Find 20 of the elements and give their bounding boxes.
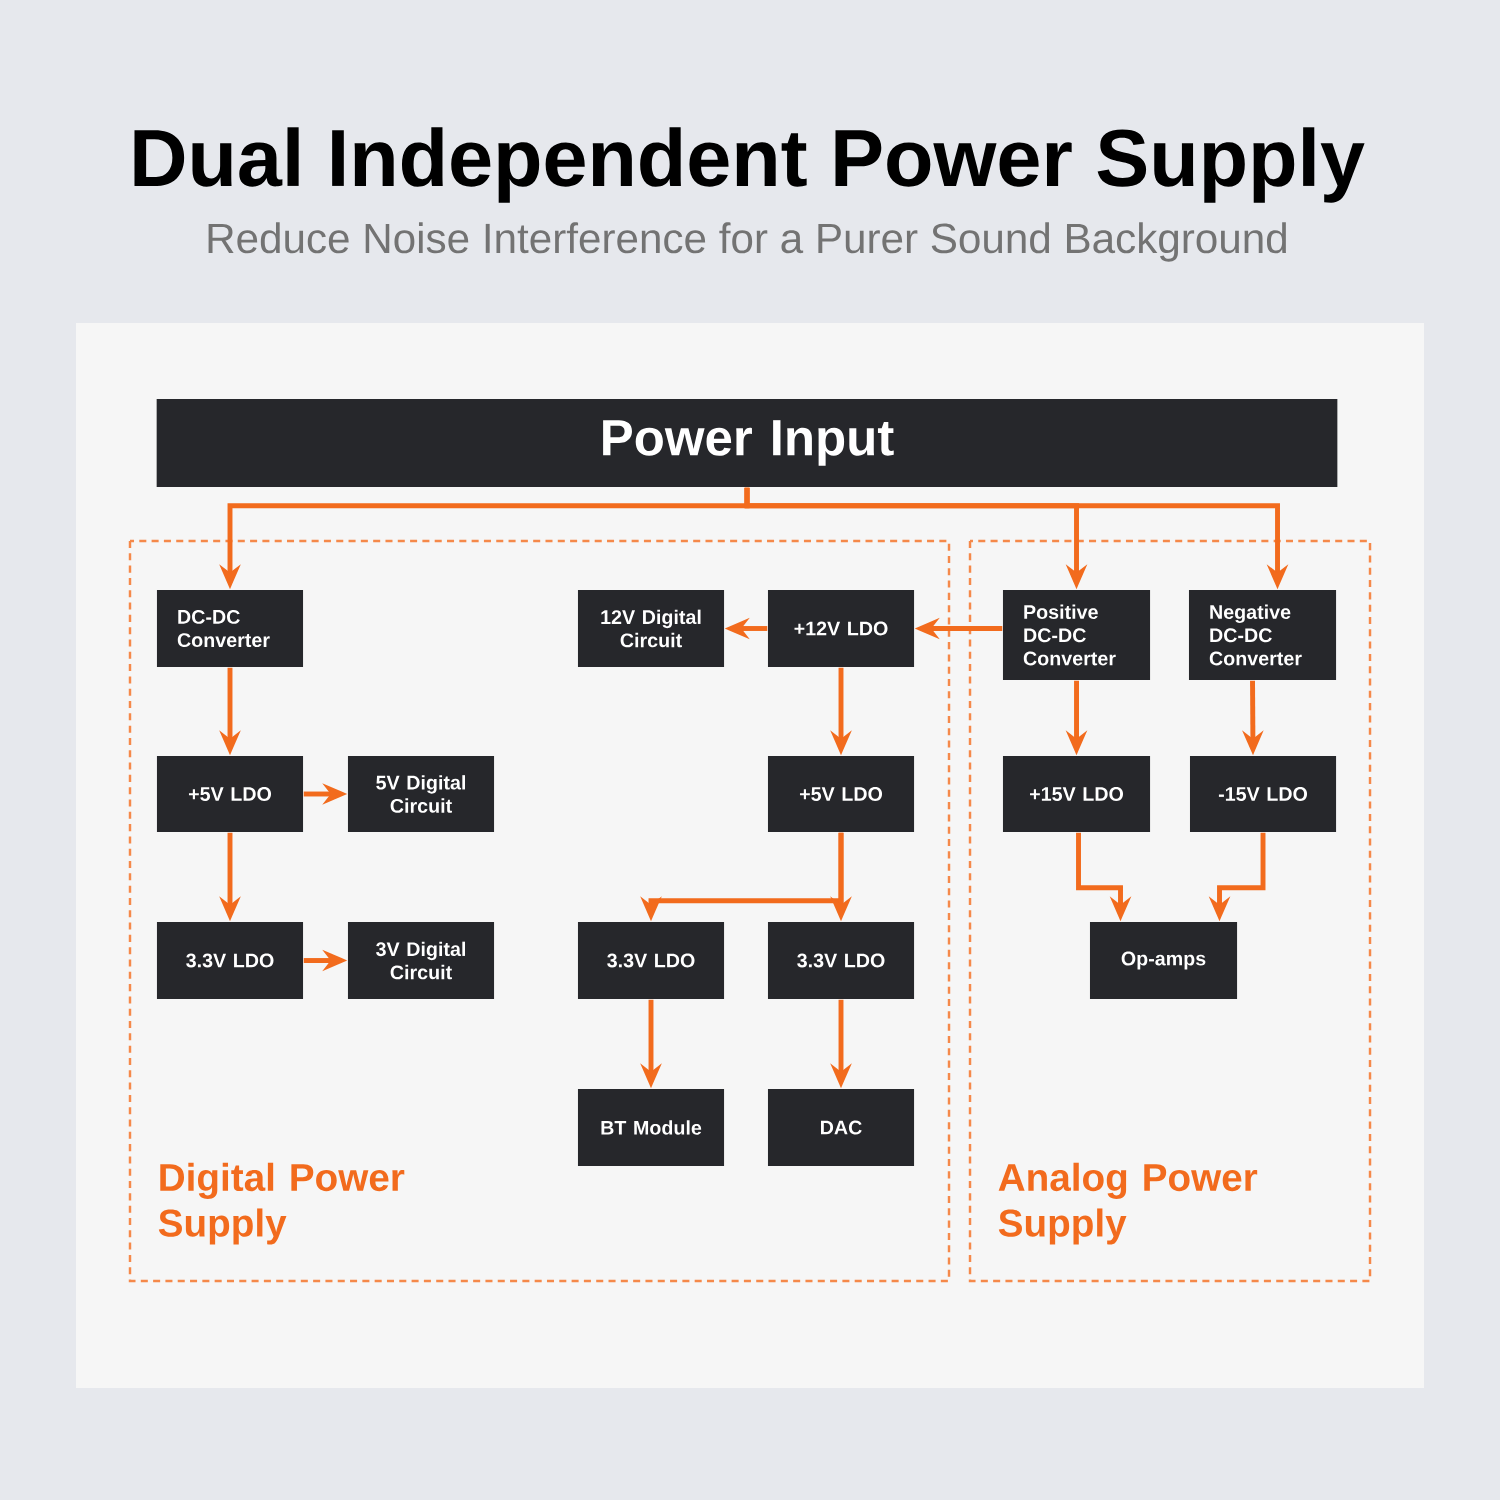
block-box: 3.3V LDO (577, 922, 725, 1000)
block-box: Power Input (156, 399, 1338, 488)
block-box: -15V LDO (1190, 756, 1337, 833)
block-box: BT Module (577, 1089, 725, 1167)
block-box: +12V LDO (767, 590, 915, 668)
block-box: DC-DC Converter (156, 590, 304, 668)
block-box: DAC (767, 1089, 915, 1167)
block-box: 5V Digital Circuit (347, 756, 495, 833)
block-box: Positive DC-DC Converter (1002, 590, 1151, 681)
block-box: 12V Digital Circuit (577, 590, 725, 668)
subtitle: Reduce Noise Interference for a Purer Sound Background (208, 222, 1286, 262)
title: Dual Independent Power Supply (134, 127, 1365, 203)
block-box: Op-amps (1089, 922, 1238, 1000)
block-box: +15V LDO (1002, 756, 1151, 833)
block-box: 3V Digital Circuit (347, 922, 495, 1000)
block-box: Negative DC-DC Converter (1188, 590, 1337, 681)
block-box: +5V LDO (767, 756, 915, 833)
block-box: 3.3V LDO (767, 922, 915, 1000)
block-box: +5V LDO (156, 756, 304, 833)
block-box: 3.3V LDO (156, 922, 304, 1000)
